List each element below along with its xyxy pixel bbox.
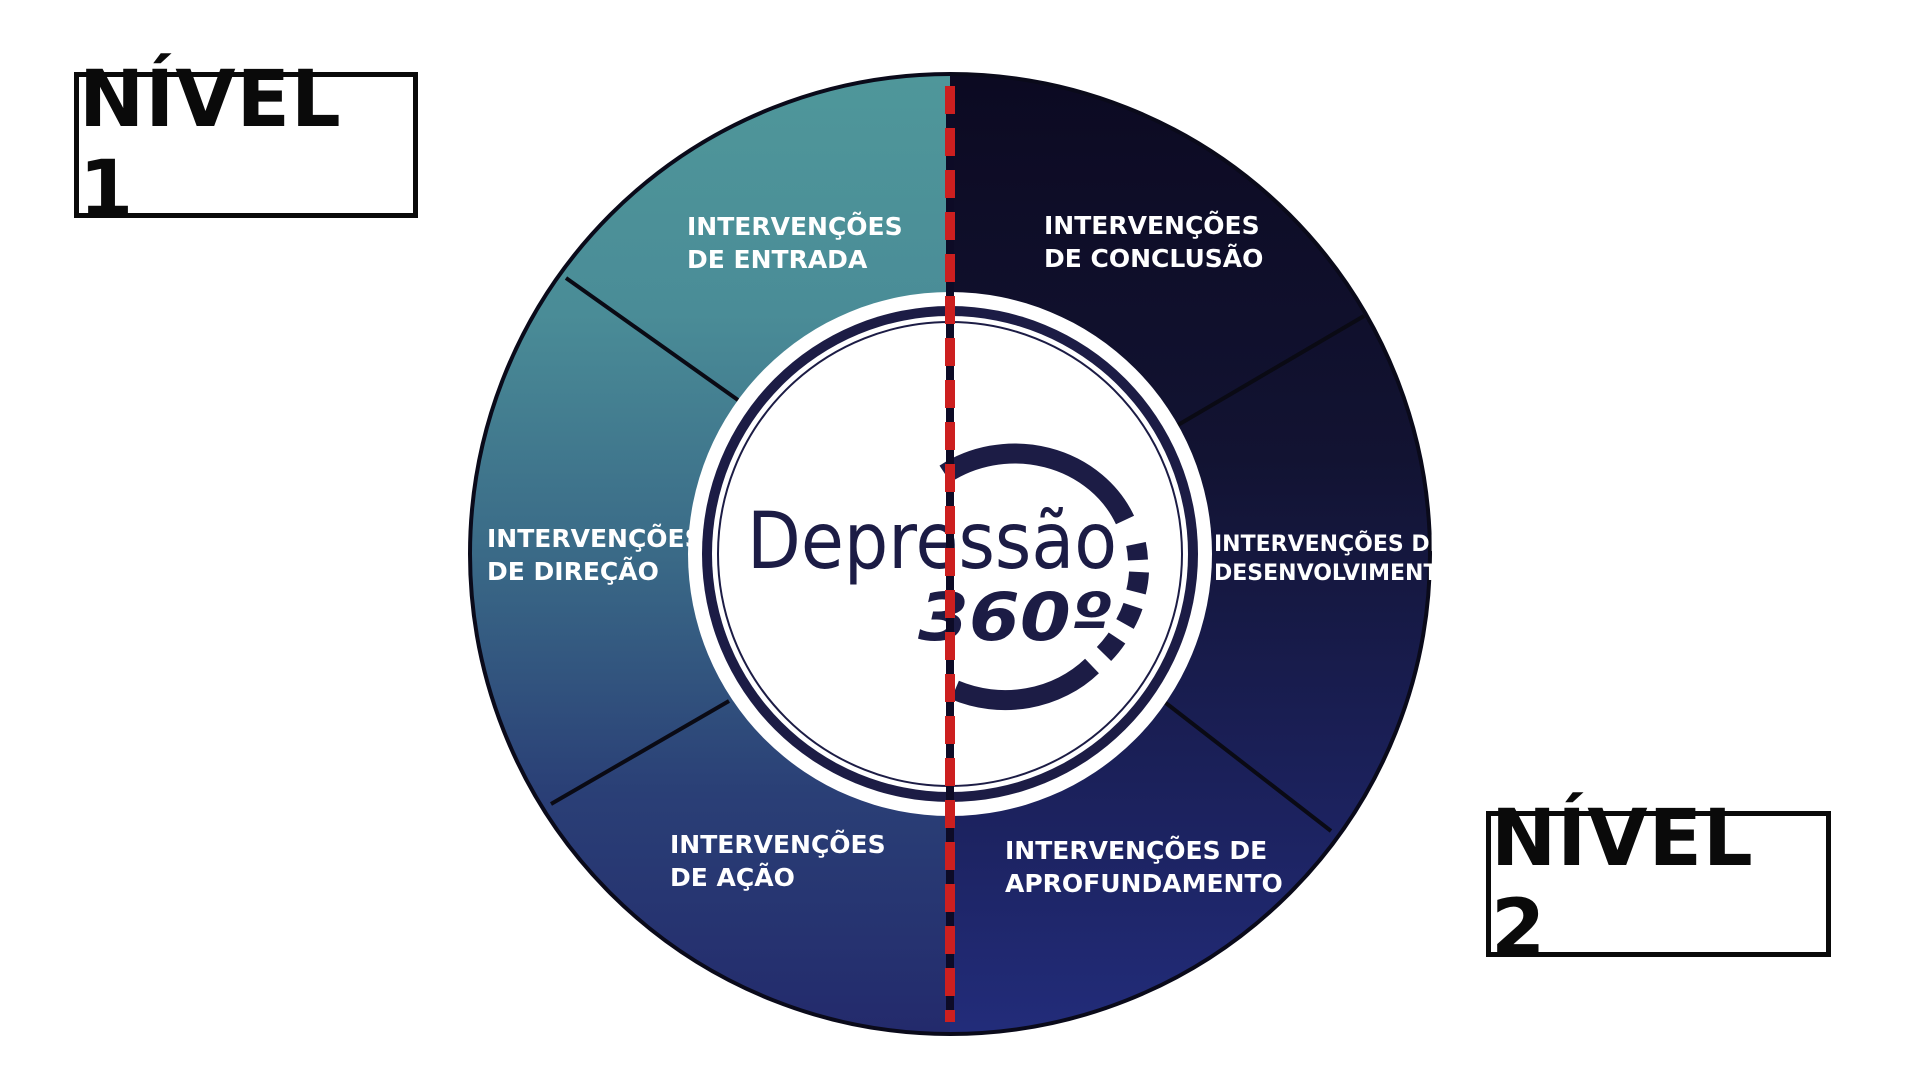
segment-label-line: INTERVENÇÕES [1044,210,1260,240]
segment-label-line: INTERVENÇÕES DE [1214,531,1445,557]
segment-label-line: DE DIREÇÃO [487,557,659,586]
segment-label-line: INTERVENÇÕES [487,523,703,553]
segment-label-desenvolvimento: INTERVENÇÕES DE DESENVOLVIMENTO [1214,531,1457,586]
segment-label-entrada: INTERVENÇÕES DE ENTRADA [687,211,903,274]
segment-label-acao: INTERVENÇÕES DE AÇÃO [670,829,886,892]
segment-label-line: DE CONCLUSÃO [1044,244,1263,273]
segment-label-line: INTERVENÇÕES DE [1005,835,1267,865]
logo-word: Depressão [747,497,1117,587]
segment-label-conclusao: INTERVENÇÕES DE CONCLUSÃO [1044,210,1263,273]
segment-label-line: DE ENTRADA [687,245,868,274]
segment-label-line: INTERVENÇÕES [687,211,903,241]
level-2-label: NÍVEL 2 [1486,794,1831,974]
segment-label-line: INTERVENÇÕES [670,829,886,859]
segment-label-line: DE AÇÃO [670,863,795,892]
segment-dividers [549,276,1366,833]
logo-arc-icon [939,443,1149,711]
wheel-outer-border [468,72,1432,1036]
segment-label-line: DESENVOLVIMENTO [1214,561,1457,586]
segment-label-direcao: INTERVENÇÕES DE DIREÇÃO [487,523,703,586]
segment-label-aprofundamento: INTERVENÇÕES DE APROFUNDAMENTO [1005,835,1283,898]
segment-label-line: APROFUNDAMENTO [1005,869,1283,898]
